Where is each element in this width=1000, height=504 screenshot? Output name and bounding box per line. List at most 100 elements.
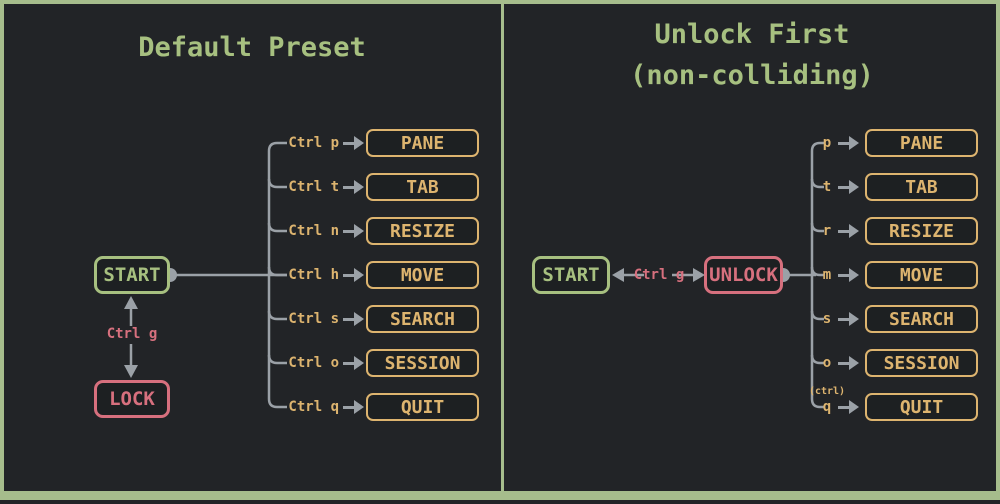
target-label: SESSION (384, 352, 461, 374)
right-branch-stub (810, 310, 824, 321)
arrow-icon (838, 312, 859, 326)
target-label: QUIT (400, 396, 445, 418)
start-node-right: START (532, 256, 610, 294)
target-label: MOVE (899, 264, 944, 286)
ctrl-g-label-right: Ctrl g (633, 267, 685, 283)
target-label: PANE (400, 132, 445, 154)
key-label: m (822, 267, 832, 283)
left-branch-stub (267, 266, 287, 277)
arrow-icon (838, 356, 859, 370)
target-box: RESIZE (366, 217, 479, 245)
key-label: Ctrl h (288, 267, 339, 283)
target-label: RESIZE (888, 220, 955, 242)
target-box: SEARCH (366, 305, 479, 333)
target-box: PANE (865, 129, 978, 157)
key-label: Ctrl o (288, 355, 339, 371)
target-box: TAB (366, 173, 479, 201)
left-branch-stub (267, 178, 287, 189)
arrow-icon (343, 224, 364, 238)
binding-row: o SESSION (816, 349, 978, 377)
arrow-icon (838, 180, 859, 194)
arrow-icon (343, 312, 364, 326)
binding-row: (ctrl) q QUIT (809, 386, 978, 421)
binding-row: Ctrl p PANE (287, 129, 479, 157)
left-arrowhead (612, 268, 624, 282)
up-arrowhead (124, 296, 138, 309)
binding-row: Ctrl n RESIZE (287, 217, 479, 245)
unlock-node: UNLOCK (704, 256, 783, 294)
right-arrowhead (693, 268, 705, 282)
binding-row: Ctrl q QUIT (287, 393, 479, 421)
panel-divider (501, 4, 504, 491)
target-label: SEARCH (389, 308, 456, 330)
lock-node: LOCK (94, 380, 170, 418)
binding-row: Ctrl t TAB (287, 173, 479, 201)
key-label: (ctrl) q (809, 386, 845, 415)
key-label: p (822, 135, 832, 151)
arrow-icon (343, 180, 364, 194)
target-label: MOVE (400, 264, 445, 286)
key-label: s (822, 311, 832, 327)
arrow-icon (838, 224, 859, 238)
target-label: SESSION (883, 352, 960, 374)
target-box: SESSION (366, 349, 479, 377)
target-box: SESSION (865, 349, 978, 377)
target-box: MOVE (865, 261, 978, 289)
arrow-icon (343, 356, 364, 370)
connector-lines (124, 141, 824, 409)
target-label: QUIT (899, 396, 944, 418)
binding-row: Ctrl s SEARCH (287, 305, 479, 333)
target-label: SEARCH (888, 308, 955, 330)
right-branch-stub (810, 266, 824, 277)
left-branch-stub (267, 310, 287, 321)
panel-title-right: Unlock First (non-colliding) (504, 14, 1000, 96)
arrow-icon (343, 268, 364, 282)
arrow-icon (838, 268, 859, 282)
left-trunk (267, 141, 287, 409)
arrow-icon (838, 136, 859, 150)
key-label: o (822, 355, 832, 371)
binding-row: r RESIZE (816, 217, 978, 245)
left-branch-stub (267, 222, 287, 233)
target-box: QUIT (865, 393, 978, 421)
unlock-connector-nub (783, 268, 790, 282)
target-label: RESIZE (389, 220, 456, 242)
key-label: Ctrl p (288, 135, 339, 151)
binding-row: Ctrl h MOVE (287, 261, 479, 289)
down-arrowhead (124, 365, 138, 378)
target-box: PANE (366, 129, 479, 157)
key-label: Ctrl s (288, 311, 339, 327)
title-line: Unlock First (654, 19, 850, 50)
target-label: TAB (406, 176, 439, 198)
target-box: MOVE (366, 261, 479, 289)
right-branch-stub (810, 354, 824, 365)
title-line: Default Preset (138, 32, 366, 63)
key-label: Ctrl n (288, 223, 339, 239)
binding-row: p PANE (816, 129, 978, 157)
right-branch-stub (810, 178, 824, 189)
target-box: QUIT (366, 393, 479, 421)
right-branch-stub (810, 222, 824, 233)
key-label: t (822, 179, 832, 195)
binding-row: m MOVE (816, 261, 978, 289)
key-char: q (822, 399, 832, 415)
target-label: PANE (899, 132, 944, 154)
title-line: (non-colliding) (630, 60, 874, 91)
left-branch-stub (267, 354, 287, 365)
binding-row: Ctrl o SESSION (287, 349, 479, 377)
arrow-icon (838, 400, 859, 414)
ctrl-g-label-left: Ctrl g (106, 326, 158, 342)
arrow-icon (343, 136, 364, 150)
binding-row: t TAB (816, 173, 978, 201)
arrow-icon (343, 400, 364, 414)
start-connector-nub (170, 268, 177, 282)
key-label: Ctrl q (288, 399, 339, 415)
key-label: Ctrl t (288, 179, 339, 195)
target-box: TAB (865, 173, 978, 201)
target-label: TAB (905, 176, 938, 198)
target-box: SEARCH (865, 305, 978, 333)
start-node-left: START (94, 256, 170, 294)
key-note: (ctrl) (808, 386, 846, 397)
key-label: r (822, 223, 832, 239)
